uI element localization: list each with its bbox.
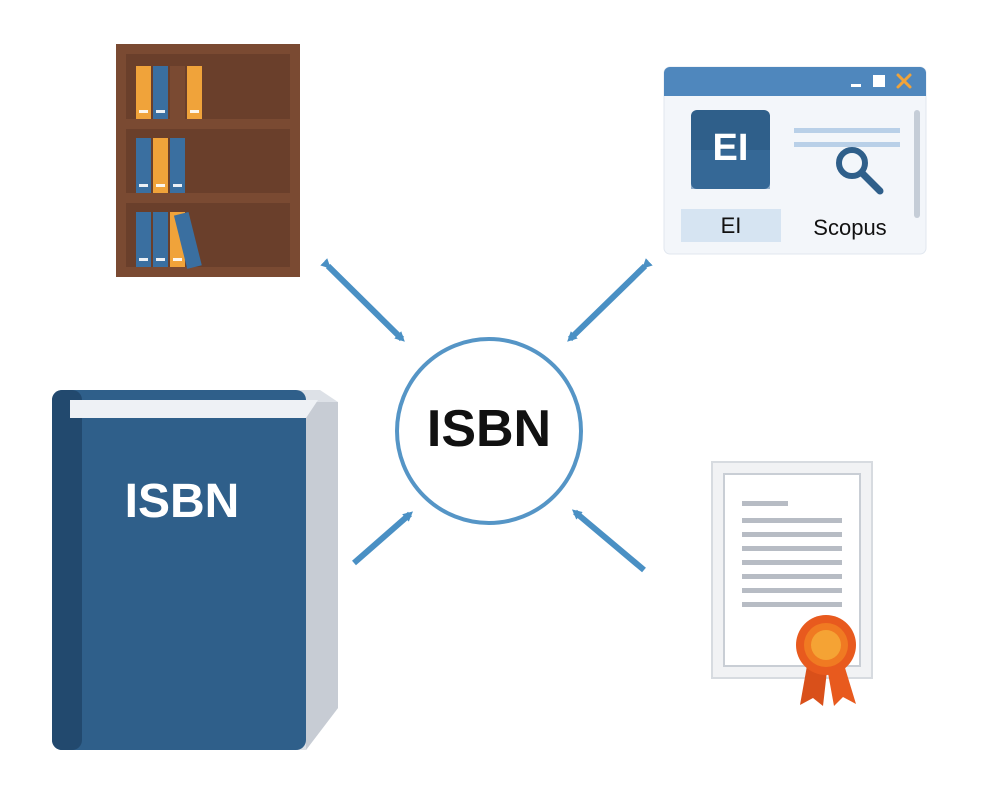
minimize-icon (851, 84, 861, 87)
maximize-icon (873, 75, 885, 87)
arrow-book-to-hub (352, 511, 414, 566)
isbn-book-icon (52, 390, 338, 750)
isbn-hub-circle (395, 337, 583, 525)
scopus-label: Scopus (813, 215, 887, 240)
bookshelf-icon (116, 44, 300, 277)
hub-label: ISBN (426, 400, 552, 458)
book-cover-label: ISBN (124, 475, 240, 528)
search-icon (836, 147, 884, 195)
indexing-window-icon (663, 66, 927, 255)
ei-tile-label: EI (712, 127, 749, 169)
ei-label: EI (720, 213, 742, 238)
close-icon (896, 73, 912, 89)
arrow-bookshelf-hub (320, 258, 405, 342)
arrow-window-hub (567, 258, 653, 342)
ribbon-seal-icon (796, 615, 856, 706)
certificate-icon (711, 461, 873, 706)
arrow-certificate-to-hub (571, 509, 646, 573)
